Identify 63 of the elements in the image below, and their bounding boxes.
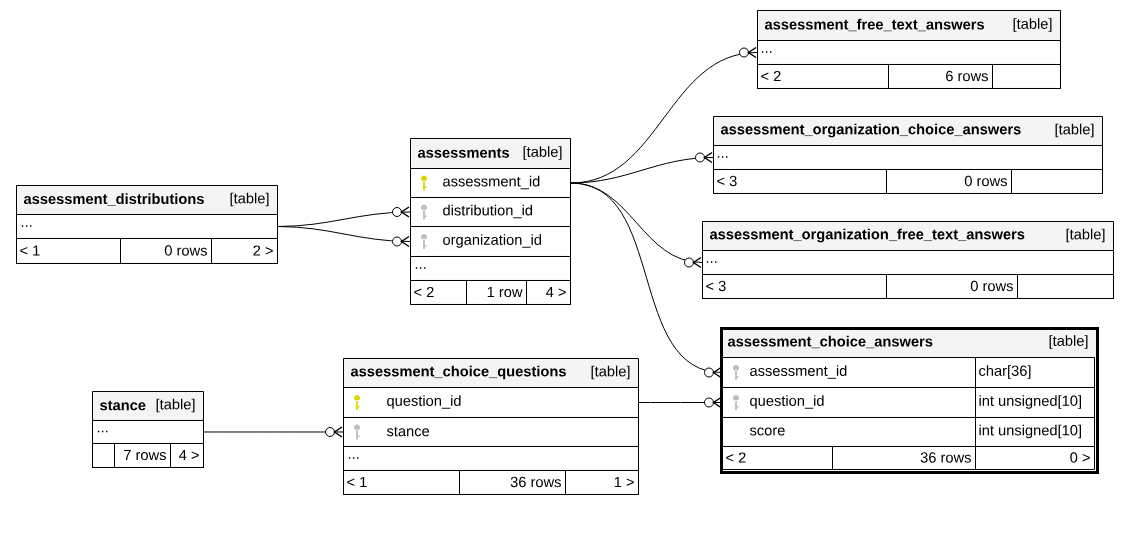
footer-cell: 36 rows <box>832 446 976 470</box>
table-type-label: [table] <box>1049 335 1088 349</box>
footer-cell: < 2 <box>410 280 467 305</box>
relationship-line <box>638 402 723 403</box>
table-title: assessment_organization_free_text_answers <box>709 228 1025 243</box>
table-type-label: [table] <box>156 398 195 413</box>
table-title: assessment_organization_choice_answers <box>720 123 1021 138</box>
type-cell: int unsigned[10] <box>975 387 1095 418</box>
type-cell: char[36] <box>975 357 1095 388</box>
column-row: assessment_id <box>410 168 571 198</box>
column-row: distribution_id <box>410 197 571 227</box>
footer-cell: < 1 <box>16 238 121 264</box>
table-title: assessment_free_text_answers <box>764 18 984 32</box>
table-title: stance <box>100 400 146 411</box>
table-box <box>720 327 1099 474</box>
column-row: stance <box>343 417 639 447</box>
relationship-line <box>277 226 411 242</box>
footer-cell: 1 > <box>565 470 639 495</box>
table-type-label: [table] <box>1055 123 1094 138</box>
footer-cell <box>1011 169 1103 194</box>
footer-cell <box>992 64 1061 89</box>
footer-cell: < 3 <box>713 169 887 194</box>
footer-cell: 4 > <box>170 443 204 468</box>
footer-cell: 7 rows <box>114 443 171 468</box>
column-row: ... <box>713 145 1103 170</box>
footer-cell: < 3 <box>702 274 887 299</box>
table-title: assessments <box>417 148 509 158</box>
column-row: question_id <box>343 387 639 418</box>
footer-cell: < 2 <box>757 64 889 89</box>
footer-cell: 0 > <box>975 446 1095 470</box>
footer-cell: < 2 <box>722 446 833 470</box>
footer-cell: 0 rows <box>886 169 1012 194</box>
footer-cell: 6 rows <box>888 64 993 89</box>
column-row: score <box>722 417 976 447</box>
table-title: assessment_choice_answers <box>727 335 933 349</box>
table-title: assessment_distributions <box>23 193 204 206</box>
type-cell: int unsigned[10] <box>975 417 1095 447</box>
table-type-label: [table] <box>230 192 269 207</box>
footer-cell: 4 > <box>526 280 571 305</box>
relationship-line <box>570 182 723 373</box>
column-row: assessment_id <box>722 357 976 388</box>
table-type-label: [table] <box>523 146 562 160</box>
relationship-line <box>203 431 344 433</box>
column-row: ... <box>702 250 1114 275</box>
table-title: assessment_choice_questions <box>350 365 566 380</box>
column-row: ... <box>343 446 639 471</box>
table-type-label: [table] <box>591 365 630 380</box>
footer-cell: 1 row <box>466 280 527 305</box>
footer-cell <box>1017 274 1114 299</box>
column-row: organization_id <box>410 226 571 257</box>
table-type-label: [table] <box>1066 228 1105 243</box>
footer-cell: 36 rows <box>459 470 566 495</box>
column-row: ... <box>92 420 204 444</box>
column-row: ... <box>757 40 1061 65</box>
column-row: question_id <box>722 387 976 418</box>
table-type-label: [table] <box>1013 18 1052 32</box>
column-row: ... <box>16 214 278 239</box>
footer-cell: 2 > <box>211 238 278 264</box>
footer-cell <box>92 443 115 468</box>
footer-cell: < 1 <box>343 470 460 495</box>
column-row: ... <box>410 256 571 281</box>
footer-cell: 0 rows <box>120 238 212 264</box>
footer-cell: 0 rows <box>886 274 1018 299</box>
